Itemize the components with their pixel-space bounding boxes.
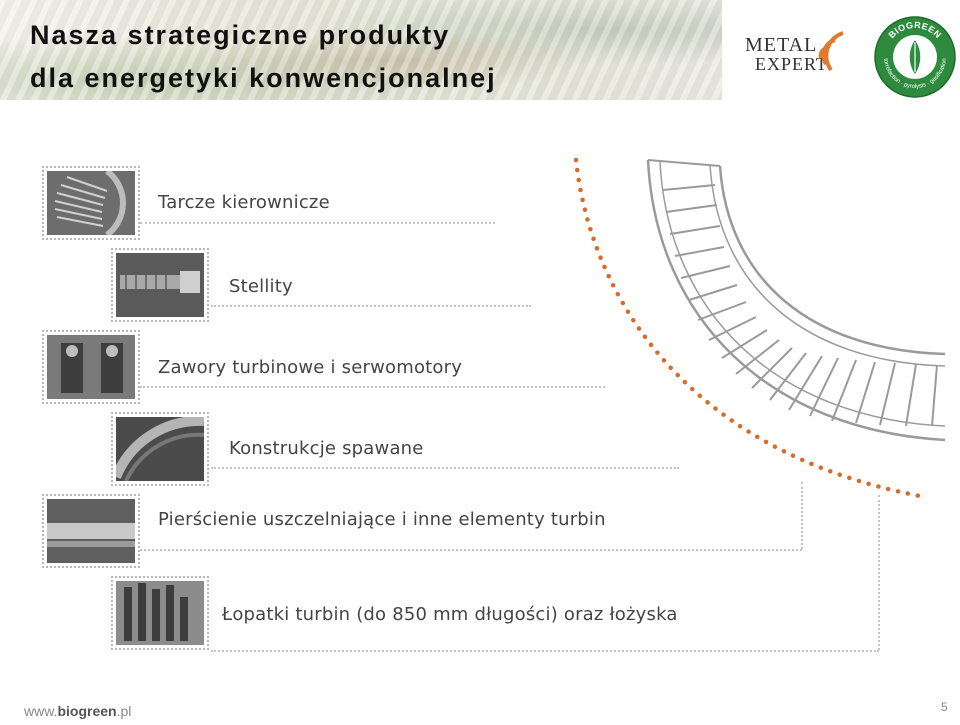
product-label-turbine-valves: Zawory turbinowe i serwomotory: [158, 357, 463, 378]
dotted-separator-vertical: [878, 495, 880, 650]
product-label-welded-structures: Konstrukcje spawane: [229, 438, 424, 459]
footer-site-brand: biogreen: [57, 703, 117, 719]
turbine-valve-photo: [47, 335, 135, 399]
guide-disc-photo: [47, 171, 135, 235]
dotted-separator: [140, 386, 605, 388]
dotted-separator: [140, 549, 802, 551]
product-thumb-welded-structures: [111, 412, 209, 486]
signal-waves-icon: [818, 31, 844, 72]
product-label-guide-discs: Tarcze kierownicze: [158, 192, 330, 213]
welded-structure-photo: [116, 417, 204, 481]
turbine-ring-drawing: [573, 157, 946, 499]
dotted-separator: [211, 467, 679, 469]
metal-expert-logo-line2: EXPERT: [755, 54, 828, 74]
biogreen-logo: BIOGREEN torrefaction · pyrolysis · gasi…: [874, 16, 956, 98]
product-label-stellites: Stellity: [229, 276, 293, 297]
metal-expert-logo: METAL EXPERT: [745, 30, 855, 80]
product-label-sealing-rings: Pierścienie uszczelniające i inne elemen…: [158, 509, 606, 530]
title-line-2: dla energetyki konwencjonalnej: [30, 63, 497, 93]
dotted-separator: [211, 305, 531, 307]
stellite-rod-photo: [116, 253, 204, 317]
product-thumb-turbine-blades: [111, 576, 209, 650]
product-thumb-turbine-valves: [42, 330, 140, 404]
footer-website[interactable]: www.biogreen.pl: [24, 703, 131, 719]
footer-site-suffix: .pl: [116, 703, 132, 719]
page-number: 5: [941, 700, 948, 714]
dotted-separator: [140, 222, 495, 224]
product-label-turbine-blades: Łopatki turbin (do 850 mm długości) oraz…: [222, 604, 678, 625]
leaf-icon: [909, 40, 921, 74]
header-background: [0, 0, 722, 100]
turbine-blades-photo: [116, 581, 204, 645]
page-title: Nasza strategiczne produkty dla energety…: [30, 14, 497, 100]
product-thumb-sealing-rings: [42, 494, 140, 568]
metal-expert-logo-line1: METAL: [745, 34, 818, 56]
title-line-1: Nasza strategiczne produkty: [30, 20, 451, 50]
footer-site-prefix: www.: [24, 703, 58, 719]
dotted-separator: [211, 650, 879, 652]
sealing-ring-photo: [47, 499, 135, 563]
product-thumb-stellites: [111, 248, 209, 322]
product-thumb-guide-discs: [42, 166, 140, 240]
dotted-separator-vertical: [801, 482, 803, 549]
